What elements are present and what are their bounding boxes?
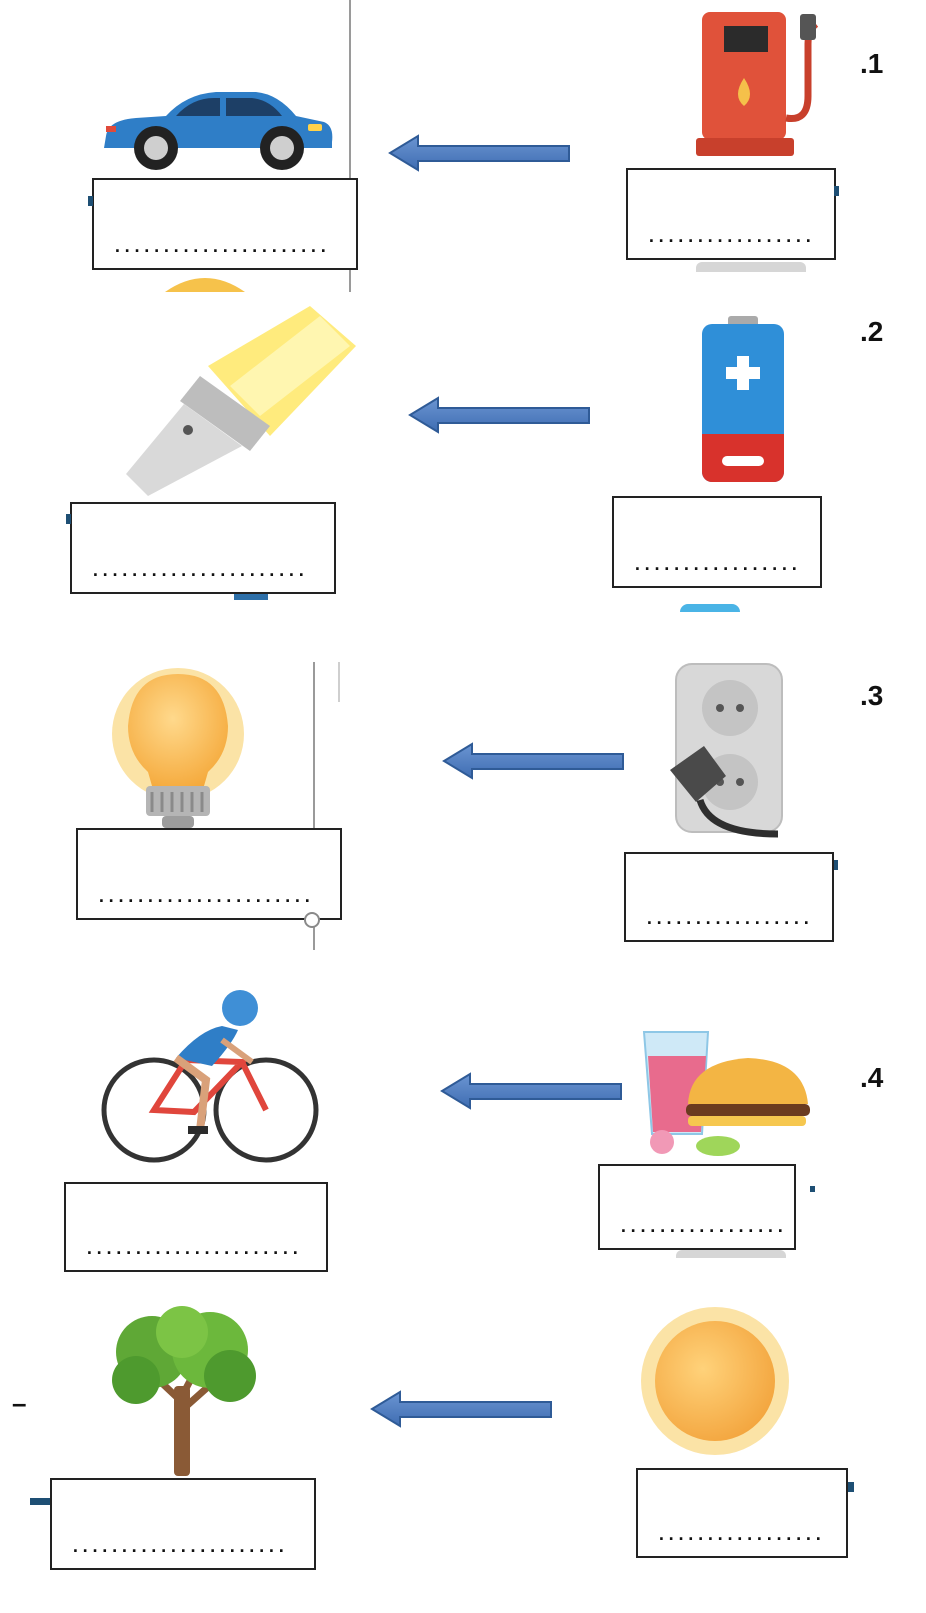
box-handle [834,860,838,870]
answer-blank: ...................... [90,562,307,582]
answer-blank: ................. [644,910,812,930]
car-icon [104,92,333,170]
answer-box-2-right[interactable]: ................. [612,496,822,588]
answer-box-2-left[interactable]: ...................... [70,502,336,594]
arrow-left-icon [388,134,570,172]
row-number-2: .2 [860,316,884,347]
image-fragment [696,262,806,272]
answer-box-3-right[interactable]: ................. [624,852,834,942]
fuel-pump-icon [696,12,819,156]
answer-blank: ................. [618,1218,786,1238]
cyclist-icon [101,990,319,1163]
arrow-left-icon [442,742,624,780]
box-handle [848,1482,854,1492]
answer-box-1-left[interactable]: ...................... [92,178,358,270]
box-handle [30,1498,50,1505]
answer-box-3-left[interactable]: ...................... [76,828,342,920]
arrow-left-icon [440,1072,622,1110]
light-bulb-icon [112,668,244,828]
image-fragment [680,604,740,612]
row-number-3: .3 [860,680,884,711]
guide-line [313,662,315,950]
box-handle [66,514,71,524]
box-handle [810,1186,815,1192]
box-handle [834,186,839,196]
answer-box-4-right[interactable]: ................. [598,1164,796,1250]
resize-handle[interactable] [304,912,320,928]
answer-box-5-right[interactable]: ................. [636,1468,848,1558]
image-fragment [234,594,268,600]
battery-icon [702,316,784,482]
answer-blank: ...................... [84,1240,301,1260]
answer-blank: ...................... [70,1538,287,1558]
answer-box-1-right[interactable]: ................. [626,168,836,260]
answer-blank: ................. [656,1526,824,1546]
answer-blank: ...................... [96,888,313,908]
answer-box-5-left[interactable]: ...................... [50,1478,316,1570]
answer-blank: ...................... [112,238,329,258]
food-icon [642,1031,810,1156]
flashlight-icon [126,306,356,496]
answer-blank: ................. [646,228,814,248]
answer-blank: ................. [632,556,800,576]
dash-mark: – [12,1388,27,1418]
sun-fragment [165,278,245,292]
box-handle [88,196,93,206]
arrow-left-icon [370,1390,552,1428]
image-fragment [676,1250,786,1258]
guide-line [338,662,340,702]
guide-line [349,0,351,292]
answer-box-4-left[interactable]: ...................... [64,1182,328,1272]
row-number-1: .1 [860,48,884,79]
arrow-left-icon [408,396,590,434]
tree-icon [112,1306,256,1476]
power-socket-icon [670,663,783,838]
sun-icon [641,1307,789,1455]
row-number-4: .4 [860,1062,884,1093]
